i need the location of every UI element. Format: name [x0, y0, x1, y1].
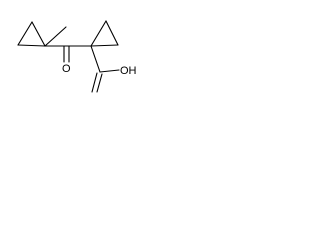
- bond-acid-c-o-1: [91, 72, 98, 93]
- bond-ring2-b: [105, 20, 119, 46]
- bond-ring1-c: [17, 44, 46, 47]
- bond-methyl: [44, 26, 67, 47]
- bond-ring1-b: [17, 21, 33, 46]
- structure-canvas: O OH: [0, 0, 168, 114]
- bond-ring1-a: [31, 21, 46, 47]
- bond-ring2-a: [90, 20, 107, 47]
- bond-ring2-c: [90, 44, 119, 47]
- carbonyl-oxygen-label: O: [62, 63, 71, 75]
- bond-acid-c-oh: [99, 69, 120, 73]
- bond-ring2-to-acid: [90, 45, 101, 73]
- chemical-structure: O OH: [17, 20, 137, 93]
- bond-acid-c-o-2: [96, 73, 103, 93]
- acid-hydroxyl-label: OH: [120, 65, 137, 77]
